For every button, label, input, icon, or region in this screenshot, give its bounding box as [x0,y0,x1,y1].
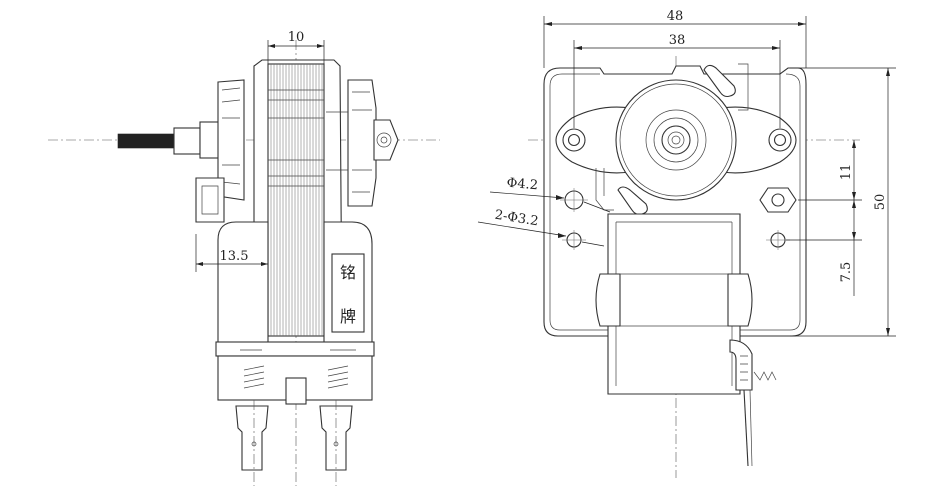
hex-nut-icon [759,187,797,213]
nameplate-char-bottom: 牌 [340,307,356,326]
coil-frame [595,213,753,395]
leader-label-phi-3-2: 2-Φ3.2 [494,208,540,230]
left-bracket [195,79,245,223]
hole-phi-3-2-left-icon [562,230,586,250]
dimension-10: 10 [267,30,325,64]
leader-phi-4-2: Φ4.2 [489,176,611,213]
dimension-label-13-5: 13.5 [220,249,249,264]
dimension-label-7-5: 7.5 [839,262,854,283]
bracket-screw-right-icon [768,128,792,152]
dimension-label-48: 48 [667,9,684,24]
nameplate: 铭 牌 [331,253,365,333]
dimension-label-11: 11 [839,164,854,181]
lead-wire [729,339,777,467]
threaded-shaft-icon [117,121,221,159]
terminal-block [215,341,375,486]
dimension-label-50: 50 [873,194,888,211]
dimension-13-5: 13.5 [195,234,268,272]
coil-stack [267,63,325,337]
front-view: 48 38 50 11 7. [477,9,896,478]
dimension-label-38: 38 [669,33,686,48]
leader-phi-3-2: 2-Φ3.2 [477,208,605,247]
dimension-38: 38 [573,33,781,128]
bracket-screw-left-icon [562,128,586,152]
right-hub [326,79,399,207]
dimension-7-5: 7.5 [786,200,862,296]
dimension-48: 48 [543,9,807,68]
side-view: 铭 牌 10 [48,30,440,486]
dimension-11: 11 [798,140,862,201]
hole-phi-4-2-icon [560,188,588,212]
leader-label-phi-4-2: Φ4.2 [506,176,539,194]
dimension-50: 50 [790,67,896,337]
dimension-label-10: 10 [288,30,305,45]
nameplate-char-top: 铭 [340,263,356,282]
housing-left [217,221,269,343]
slot-top [703,64,736,98]
bearing-icon [615,79,737,201]
